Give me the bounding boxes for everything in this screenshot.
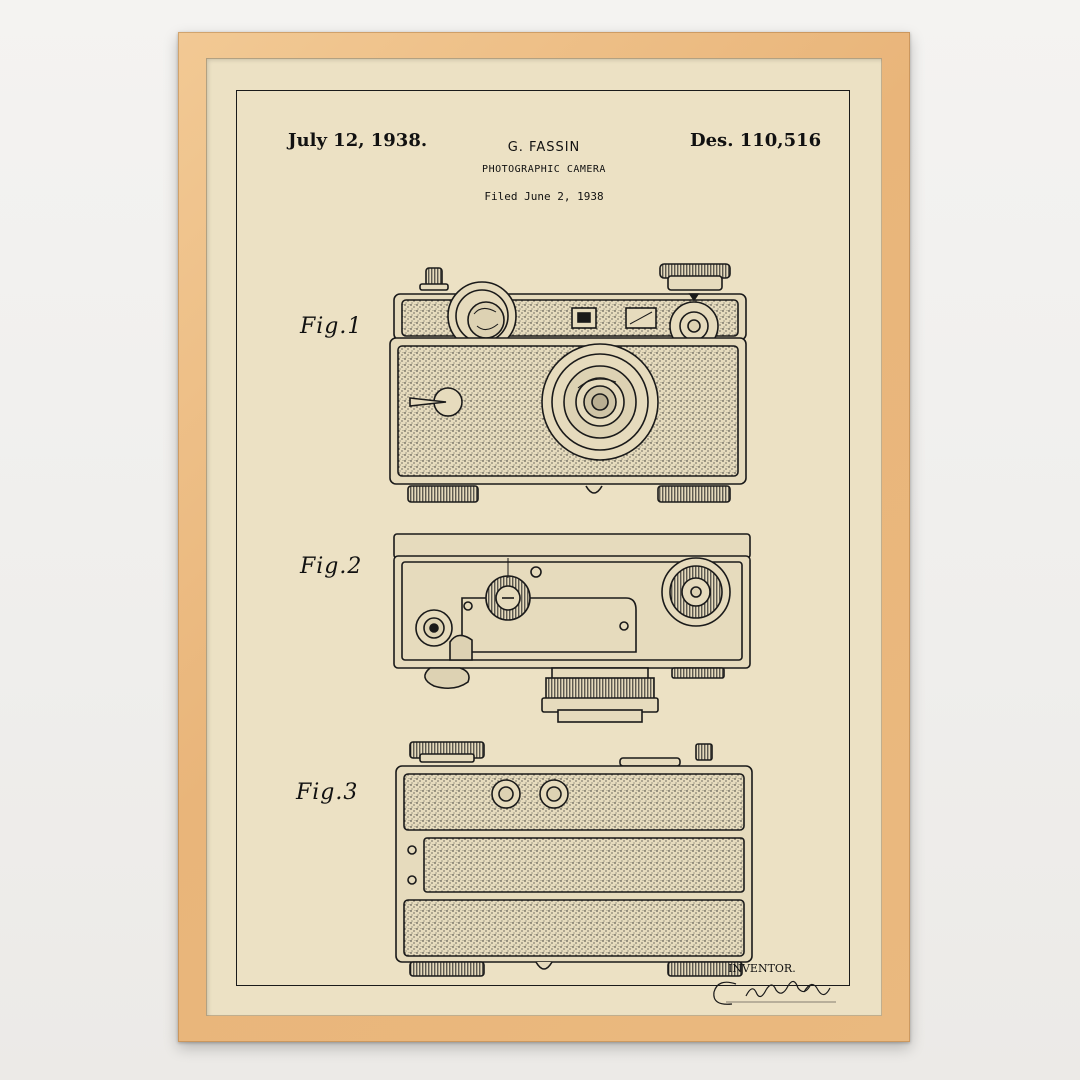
inventor-signature [714, 981, 836, 1004]
inventor-label: INVENTOR. [728, 962, 796, 975]
patent-print: July 12, 1938. Des. 110,516 G. FASSIN PH… [206, 58, 882, 1016]
figure-1-front-view [390, 264, 746, 502]
picture-frame: July 12, 1938. Des. 110,516 G. FASSIN PH… [178, 32, 910, 1042]
camera-drawings [206, 58, 882, 1016]
figure-2-top-view [394, 534, 750, 722]
figure-3-back-view [396, 742, 752, 976]
